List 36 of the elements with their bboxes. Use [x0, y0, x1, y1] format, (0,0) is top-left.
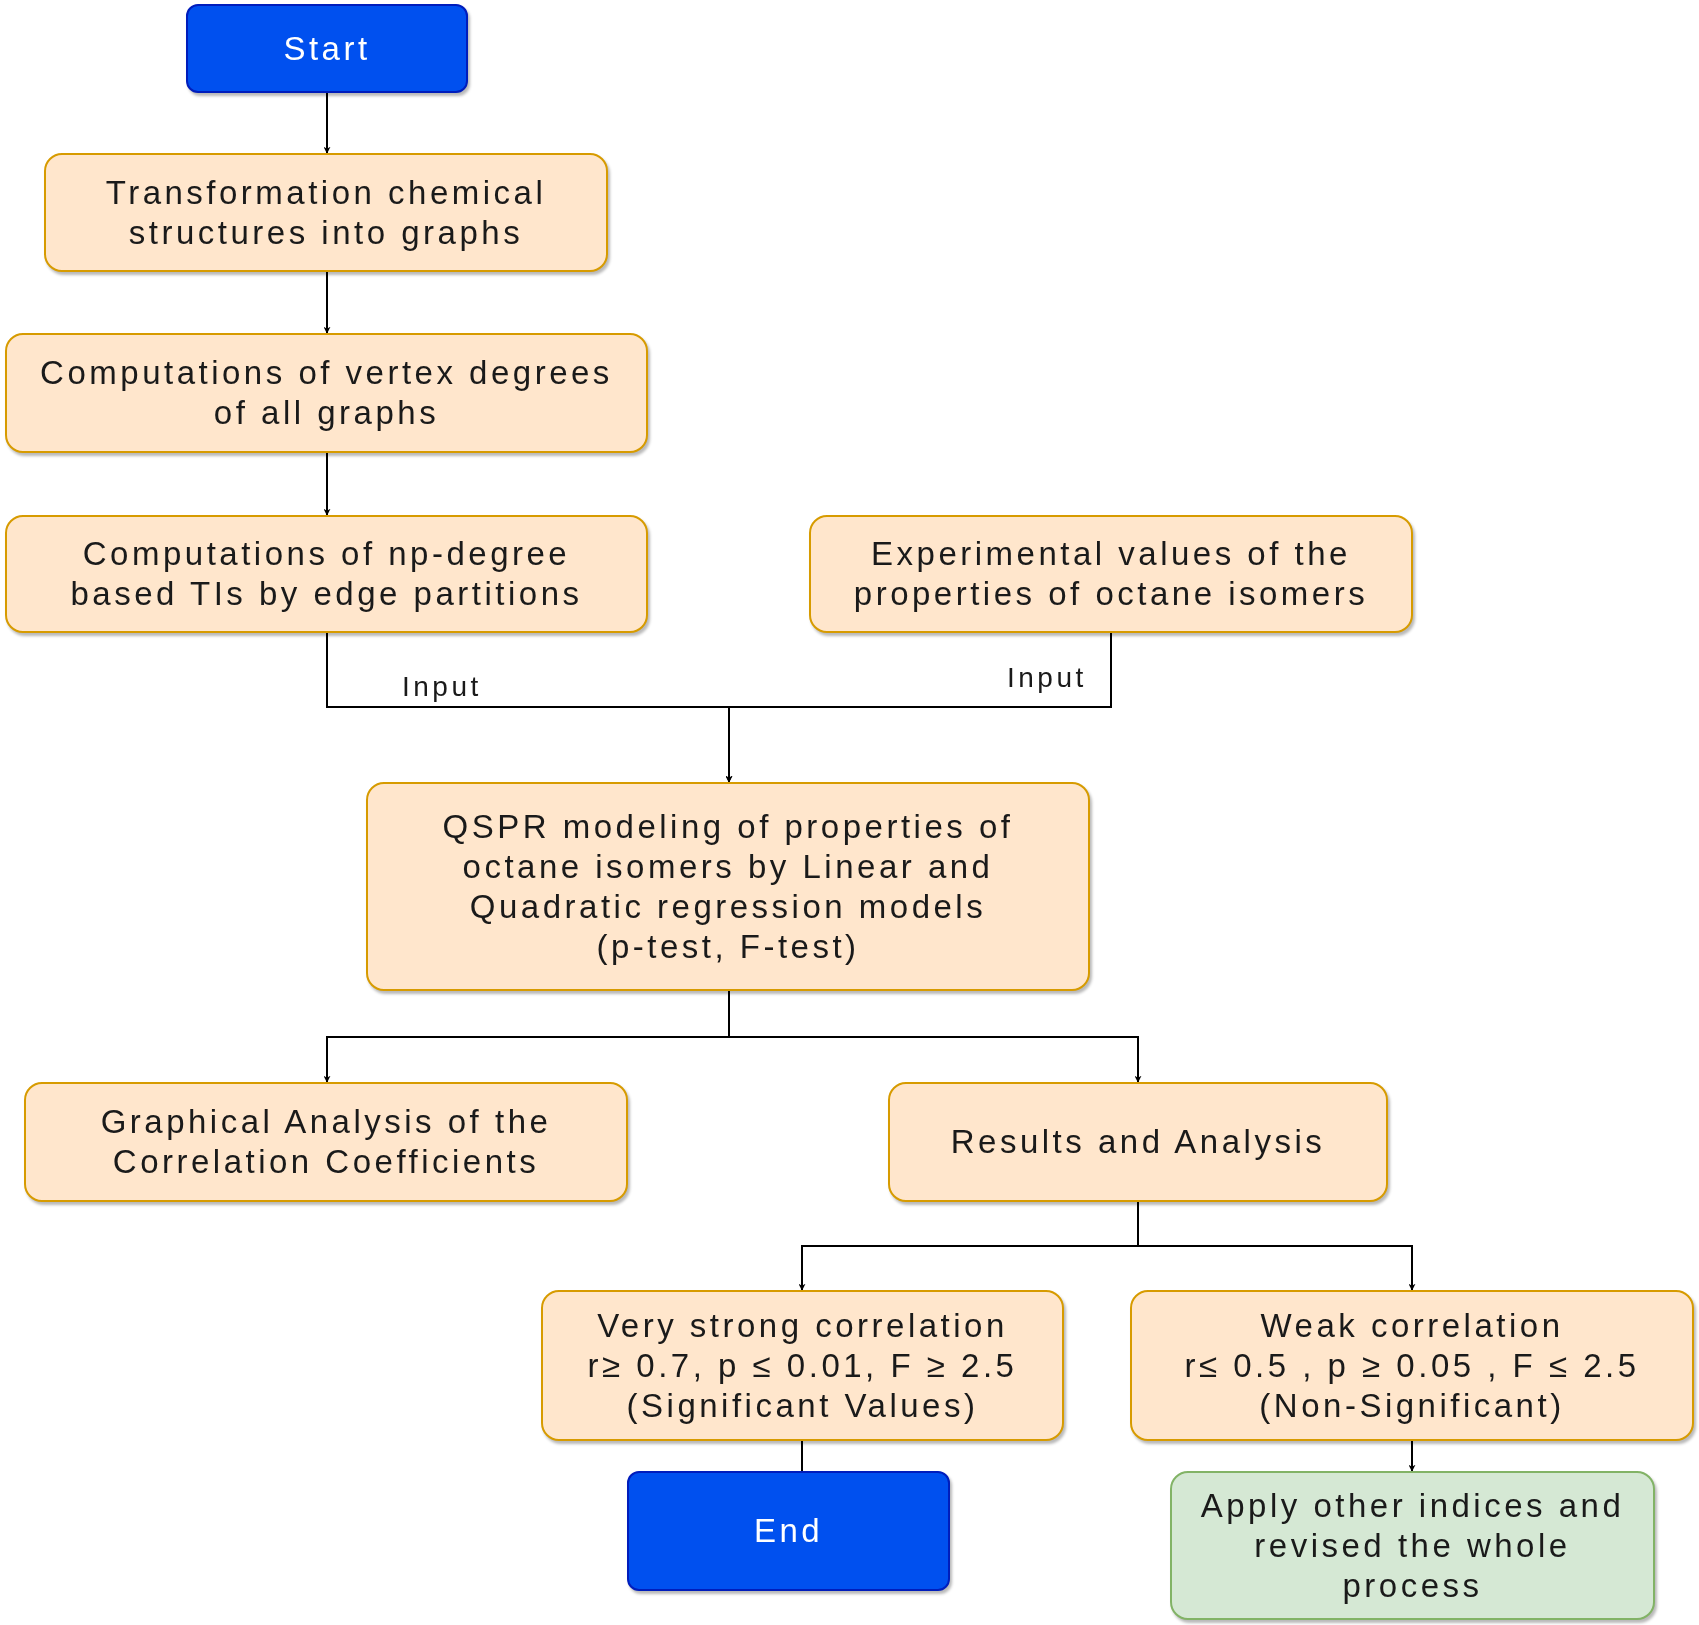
arrow: [323, 452, 331, 516]
step-label: Very strong correlation: [597, 1305, 1008, 1346]
step-label: Start: [283, 28, 371, 69]
step-label: End: [753, 1511, 824, 1551]
arrow: [1137, 1201, 1416, 1291]
process-box: [366, 782, 1090, 991]
arrow: [323, 271, 331, 334]
terminal-box: [186, 4, 468, 93]
step-label: Computations of vertex degrees of all graphs: [39, 353, 614, 433]
step-label: Results and Analysis: [950, 1122, 1326, 1162]
arrow: [1408, 1440, 1416, 1472]
arrow: [323, 92, 331, 154]
process-box: [5, 333, 648, 453]
process-box: [44, 153, 608, 272]
process-box: [24, 1082, 628, 1202]
step-label: r≥ 0.7, p ≤ 0.01, F ≥ 2.5: [587, 1345, 1018, 1386]
step-label: (Non-Significant): [1259, 1385, 1565, 1426]
step-label: Weak correlation: [1260, 1305, 1564, 1346]
process-box: [541, 1290, 1064, 1441]
process-box: [888, 1082, 1388, 1202]
step-label: Graphical Analysis of the Correlation Coefficients: [99, 1102, 553, 1182]
terminal-box: [627, 1471, 950, 1591]
step-label: Transformation chemical structures into graphs: [104, 172, 548, 253]
step-label: r≤ 0.5 , p ≥ 0.05 , F ≤ 2.5: [1184, 1345, 1640, 1386]
step-label: QSPR modeling of properties of octane isomers by Linear and Quadratic regression models: [441, 806, 1015, 927]
step-label: (Significant Values): [626, 1385, 979, 1426]
step-label: Apply other indices and revised the whole process: [1199, 1485, 1626, 1606]
process-box: [5, 515, 648, 633]
step-label: Experimental values of the properties of octane isomers: [852, 534, 1370, 614]
process-box: [809, 515, 1413, 633]
connector-line: [801, 1440, 803, 1472]
action-box: [1170, 1471, 1655, 1620]
step-label: Computations of np-degree based TIs by edge partitions: [69, 534, 584, 614]
step-label: (p-test, F-test): [596, 926, 860, 967]
arrow: [725, 632, 1112, 783]
process-box: [1130, 1290, 1694, 1441]
